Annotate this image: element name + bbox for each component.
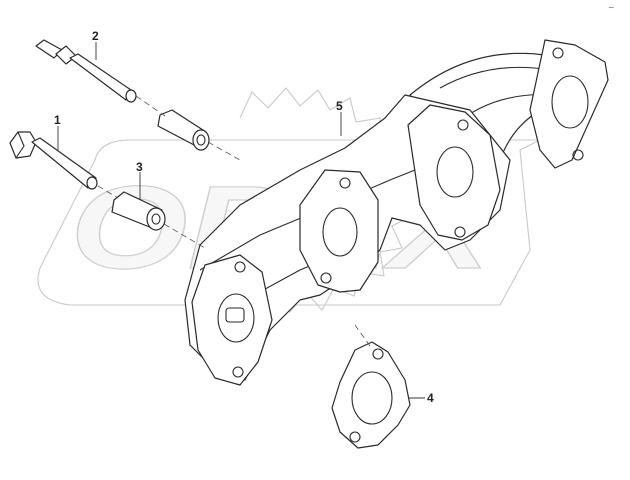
corner-mark: ~ [608, 3, 615, 12]
leader-lines [57, 42, 425, 399]
callout-4: 4 [427, 391, 434, 405]
spacer-sleeve-upper [157, 109, 210, 151]
stud-bolt [35, 39, 137, 103]
spacer-sleeve [111, 191, 166, 231]
callout-1: 1 [54, 113, 61, 127]
hex-bolt [9, 131, 98, 190]
callout-5: 5 [336, 99, 343, 113]
callout-3: 3 [136, 160, 143, 174]
watermark-swoosh [37, 139, 541, 306]
gasket [331, 341, 411, 449]
assembly-lines [97, 95, 371, 347]
exhaust-manifold [184, 39, 609, 386]
callout-2: 2 [92, 29, 99, 43]
